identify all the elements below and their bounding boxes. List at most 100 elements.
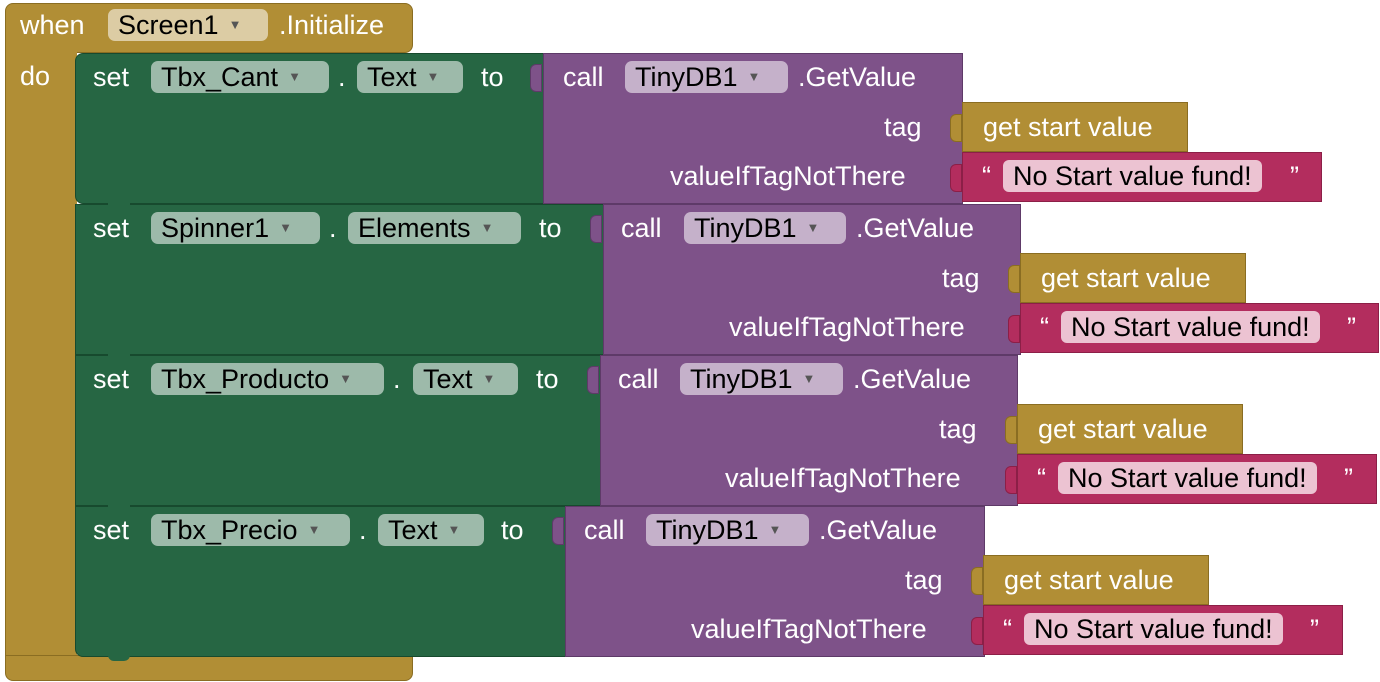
socket-connector <box>1008 315 1020 343</box>
statement-notch <box>108 502 130 510</box>
get-variable-label: get start value <box>1041 263 1211 293</box>
get-variable-block-1[interactable] <box>962 102 1188 152</box>
tag-label: tag <box>939 414 977 444</box>
socket-connector <box>552 517 564 545</box>
statement-notch <box>108 653 130 661</box>
setter-property-label: Elements <box>358 213 471 243</box>
setter-component-label: Tbx_Producto <box>161 364 330 394</box>
event-block-body <box>5 40 77 660</box>
default-label: valueIfTagNotThere <box>729 312 965 342</box>
set-label: set <box>93 213 130 243</box>
call-component-label: TinyDB1 <box>656 515 759 545</box>
call-component-dropdown[interactable]: TinyDB1▼ <box>646 514 809 546</box>
call-label: call <box>618 364 659 394</box>
triangle-down-icon: ▼ <box>747 69 761 84</box>
setter-property-dropdown[interactable]: Text ▼ <box>357 61 463 93</box>
tag-label: tag <box>905 565 943 595</box>
socket-connector <box>971 617 983 645</box>
socket-connector <box>950 164 962 192</box>
event-name-label: .Initialize <box>279 10 385 40</box>
triangle-down-icon: ▼ <box>339 371 352 386</box>
to-label: to <box>536 364 559 394</box>
setter-property-label: Text <box>423 364 473 394</box>
method-label: .GetValue <box>853 364 972 394</box>
when-label: when <box>20 10 85 40</box>
get-variable-block-3[interactable] <box>1017 404 1243 454</box>
get-variable-block-4[interactable] <box>983 555 1209 605</box>
call-label: call <box>584 515 625 545</box>
socket-connector <box>1005 416 1017 444</box>
call-component-label: TinyDB1 <box>635 62 738 92</box>
socket-connector <box>971 567 983 595</box>
open-quote: “ <box>1003 614 1012 644</box>
triangle-down-icon: ▼ <box>426 69 440 84</box>
socket-connector <box>950 114 962 142</box>
socket-connector <box>1008 265 1020 293</box>
setter-component-dropdown[interactable]: Spinner1 ▼ <box>151 212 320 244</box>
call-component-label: TinyDB1 <box>690 364 793 394</box>
call-label: call <box>563 62 604 92</box>
setter-property-label: Text <box>367 62 417 92</box>
socket-connector <box>587 366 599 394</box>
call-label: call <box>621 213 662 243</box>
open-quote: “ <box>1037 463 1046 493</box>
dot-label: . <box>359 515 367 545</box>
triangle-down-icon: ▼ <box>482 371 496 386</box>
do-label: do <box>20 61 51 91</box>
default-label: valueIfTagNotThere <box>670 161 906 191</box>
socket-connector <box>590 215 602 243</box>
get-variable-label: get start value <box>1038 414 1208 444</box>
setter-property-dropdown[interactable]: Text ▼ <box>413 363 518 395</box>
get-variable-label: get start value <box>983 112 1153 142</box>
setter-property-dropdown[interactable]: Elements ▼ <box>348 212 521 244</box>
triangle-down-icon: ▼ <box>307 522 321 537</box>
setter-component-dropdown[interactable]: Tbx_Cant ▼ <box>151 61 329 93</box>
to-label: to <box>539 213 562 243</box>
setter-component-label: Spinner1 <box>161 213 270 243</box>
event-block-footer <box>5 655 413 681</box>
statement-notch <box>108 351 130 359</box>
get-variable-label: get start value <box>1004 565 1174 595</box>
dot-label: . <box>338 62 346 92</box>
text-string-field[interactable]: No Start value fund! <box>1003 160 1262 192</box>
open-quote: “ <box>982 161 991 191</box>
socket-connector <box>530 64 542 92</box>
call-component-label: TinyDB1 <box>694 213 797 243</box>
setter-component-dropdown[interactable]: Tbx_Precio ▼ <box>151 514 350 546</box>
triangle-down-icon: ▼ <box>288 69 301 84</box>
triangle-down-icon: ▼ <box>279 220 292 235</box>
event-component-dropdown[interactable]: Screen1 ▼ <box>108 9 268 41</box>
tag-label: tag <box>884 112 922 142</box>
close-quote: ” <box>1290 161 1299 191</box>
text-string-field[interactable]: No Start value fund! <box>1061 311 1320 343</box>
triangle-down-icon: ▼ <box>447 522 461 537</box>
call-component-dropdown[interactable]: TinyDB1 ▼ <box>680 363 843 395</box>
triangle-down-icon: ▼ <box>480 220 494 235</box>
open-quote: “ <box>1040 312 1049 342</box>
triangle-down-icon: ▼ <box>806 220 820 235</box>
event-component-label: Screen1 <box>118 10 219 40</box>
call-component-dropdown[interactable]: TinyDB1 ▼ <box>625 61 788 93</box>
setter-property-dropdown[interactable]: Text ▼ <box>378 514 484 546</box>
dot-label: . <box>393 364 401 394</box>
tag-label: tag <box>942 263 980 293</box>
triangle-down-icon: ▼ <box>802 371 816 386</box>
to-label: to <box>501 515 524 545</box>
setter-property-label: Text <box>388 515 438 545</box>
call-component-dropdown[interactable]: TinyDB1 ▼ <box>684 212 846 244</box>
close-quote: ” <box>1347 312 1356 342</box>
set-label: set <box>93 364 130 394</box>
setter-component-label: Tbx_Cant <box>161 62 279 92</box>
text-string-field[interactable]: No Start value fund! <box>1058 462 1317 494</box>
set-label: set <box>93 515 130 545</box>
dot-label: . <box>329 213 337 243</box>
close-quote: ” <box>1310 614 1319 644</box>
method-label: .GetValue <box>819 515 938 545</box>
triangle-down-icon: ▼ <box>228 17 242 32</box>
text-string-field[interactable]: No Start value fund! <box>1024 613 1283 645</box>
method-label: .GetValue <box>798 62 917 92</box>
setter-component-dropdown[interactable]: Tbx_Producto ▼ <box>151 363 384 395</box>
set-label: set <box>93 62 130 92</box>
get-variable-block-2[interactable] <box>1020 253 1246 303</box>
setter-component-label: Tbx_Precio <box>161 515 298 545</box>
